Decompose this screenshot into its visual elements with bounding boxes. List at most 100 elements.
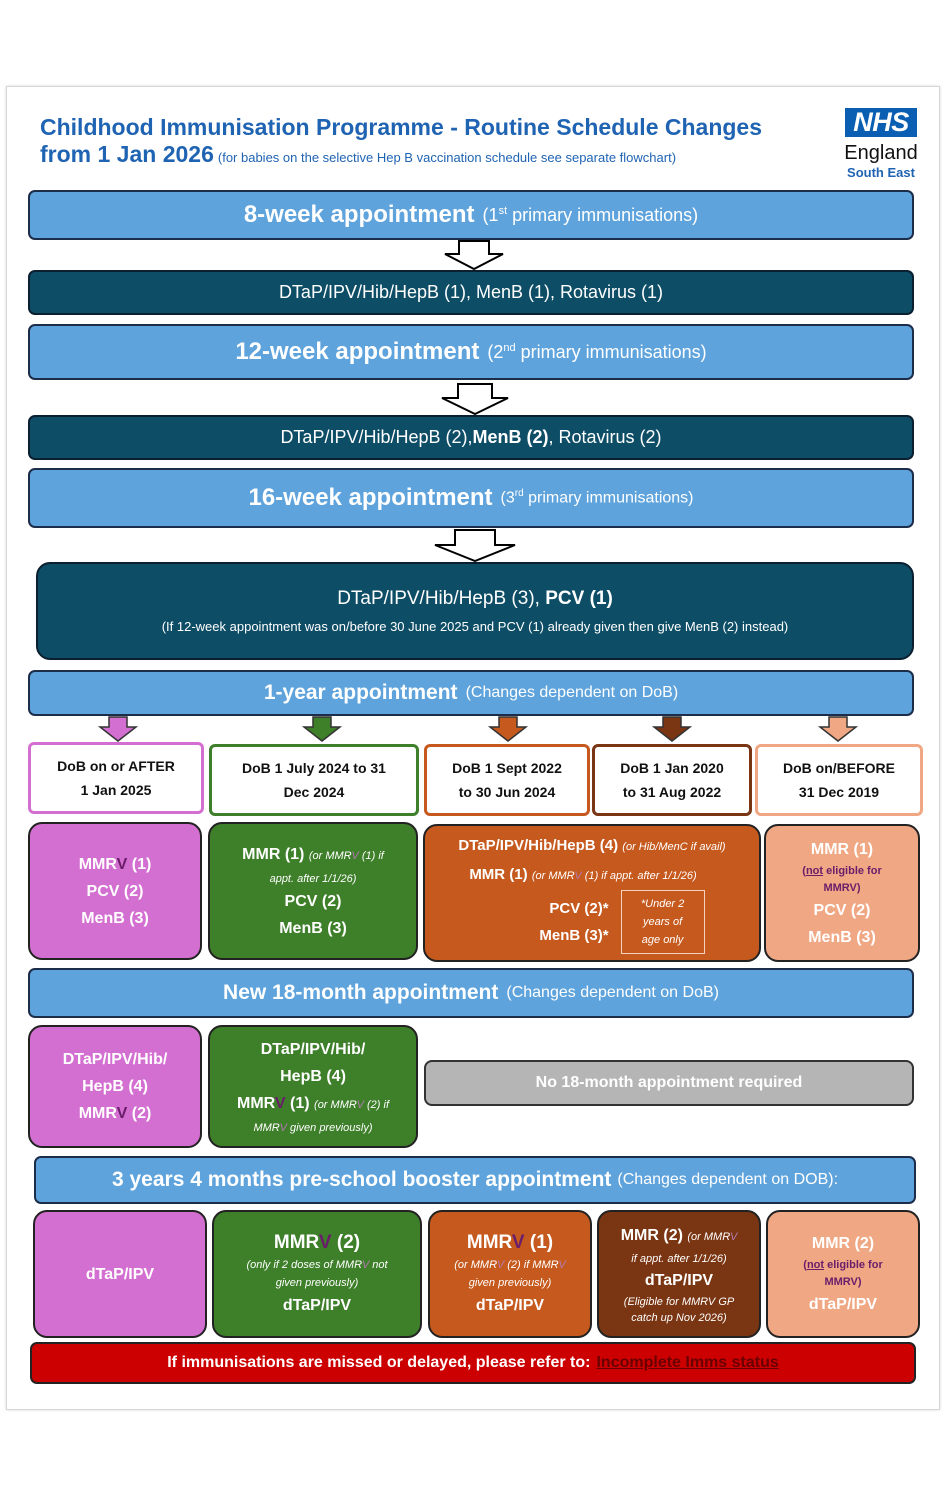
vaccine-line: MMRV (2) [78, 1105, 152, 1122]
subtitle-note: (for babies on the selective Hep B vacci… [217, 150, 677, 165]
vaccine-note: appt. after 1/1/26) [269, 872, 357, 885]
vaccine-note: MMRV) [823, 881, 861, 894]
appointment-subtitle: (Changes dependent on DOB): [617, 1171, 839, 1188]
appointment-title: 8-week appointment [243, 201, 475, 228]
m18-vaccines-pink: DTaP/IPV/Hib/ HepB (4) MMRV (2) [28, 1025, 202, 1148]
m18-vaccines-green: DTaP/IPV/Hib/ HepB (4) MMRV (1) (or MMRV… [208, 1025, 418, 1148]
nhs-logo: NHS [845, 108, 917, 137]
preschool-vaccines-pink: dTaP/IPV [33, 1210, 207, 1338]
vaccine-line: MenB (3) [279, 919, 347, 937]
year1-vaccines-pink: MMRV (1) PCV (2) MenB (3) [28, 822, 202, 960]
vaccine-note: if appt. after 1/1/26) [631, 1253, 727, 1265]
vaccine-line: MMRV (2) [273, 1232, 361, 1253]
vaccine-line: DTaP/IPV/Hib/ [260, 1041, 366, 1058]
preschool-vaccines-brown: MMR (2) (or MMRV if appt. after 1/1/26) … [597, 1210, 761, 1338]
appointment-title: 16-week appointment [248, 484, 493, 511]
vaccine-line: PCV (2) [813, 901, 871, 919]
down-arrow-icon [818, 716, 858, 742]
vaccine-line: PCV (2) [86, 882, 144, 900]
vaccine-line: PCV (2) [284, 892, 342, 910]
appointment-8-week: 8-week appointment (1st primary immunisa… [28, 190, 914, 240]
down-arrow-icon [98, 716, 138, 742]
appointment-title: 3 years 4 months pre-school booster appo… [111, 1168, 612, 1191]
nhs-region: South East [847, 165, 915, 180]
vaccine-line: DTaP/IPV/Hib/ [62, 1051, 168, 1068]
vaccines-12-week: DTaP/IPV/Hib/HepB (2), MenB (2), Rotavir… [28, 415, 914, 460]
vaccine-note: given previously) [275, 1277, 359, 1289]
preschool-vaccines-peach: MMR (2) (not eligible for MMRV) dTaP/IPV [766, 1210, 920, 1338]
vaccine-note: given previously) [468, 1277, 552, 1289]
vaccine-line: DTaP/IPV/Hib/HepB (4) (or Hib/MenC if av… [458, 837, 726, 854]
vaccine-line: MMRV (1) [78, 855, 152, 873]
appointment-1-year: 1-year appointment (Changes dependent on… [28, 670, 914, 716]
pcv-menb-row: PCV (2)* MenB (3)* *Under 2 years of age… [539, 890, 705, 954]
vaccine-line: MMRV (1) [466, 1232, 554, 1253]
appointment-subtitle: (1st primary immunisations) [482, 204, 699, 225]
vaccine-note: (or MMRV (2) if MMRV [454, 1259, 566, 1271]
down-arrow-icon [302, 716, 342, 742]
appointment-subtitle: (Changes dependent on DoB) [506, 984, 719, 1001]
appointment-title: 12-week appointment [235, 338, 480, 365]
banner-text: If immunisations are missed or delayed, … [167, 1354, 591, 1371]
vaccines-8-week: DTaP/IPV/Hib/HepB (1), MenB (1), Rotavir… [28, 270, 914, 315]
page-subtitle: from 1 Jan 2026(for babies on the select… [40, 141, 676, 168]
vaccine-line: MenB (3) [808, 928, 876, 946]
vaccine-line: dTaP/IPV [85, 1265, 155, 1283]
vaccine-line: MMR (2) [811, 1235, 875, 1252]
vaccine-note: catch up Nov 2026) [631, 1312, 727, 1324]
vaccine-line: dTaP/IPV [644, 1272, 714, 1289]
appointment-18-month: New 18-month appointment (Changes depend… [28, 968, 914, 1018]
down-arrow-icon [444, 240, 504, 270]
vaccine-note: (only if 2 doses of MMRV not [246, 1259, 388, 1271]
under-2-note-box: *Under 2 years of age only [620, 890, 705, 954]
appointment-12-week: 12-week appointment (2nd primary immunis… [28, 324, 914, 380]
year1-vaccines-orange: DTaP/IPV/Hib/HepB (4) (or Hib/MenC if av… [423, 824, 761, 962]
nhs-org-name: England [844, 142, 918, 164]
vaccine-line: HepB (4) [280, 1068, 346, 1085]
vaccines-16-week-main: DTaP/IPV/Hib/HepB (3), PCV (1) [337, 588, 613, 609]
down-arrow-icon [441, 383, 509, 415]
subtitle-date: from 1 Jan 2026 [40, 141, 214, 167]
vaccine-line: MMR (1) [810, 840, 874, 858]
vaccine-note: (not eligible for [802, 864, 882, 877]
pcv-menb-lines: PCV (2)* MenB (3)* [539, 900, 609, 944]
no-18-month-appointment: No 18-month appointment required [424, 1060, 914, 1106]
vaccine-note: (not eligible for [803, 1259, 883, 1271]
down-arrow-icon [434, 529, 516, 562]
vaccine-note: (Eligible for MMRV GP [623, 1296, 735, 1308]
page-title: Childhood Immunisation Programme - Routi… [40, 114, 763, 140]
appointment-subtitle: (Changes dependent on DoB) [465, 684, 679, 701]
vaccine-line: MenB (3) [81, 909, 149, 927]
vaccine-note: MMRV) [824, 1276, 862, 1288]
appointment-title: New 18-month appointment [223, 981, 499, 1004]
appointment-pre-school-booster: 3 years 4 months pre-school booster appo… [34, 1156, 916, 1204]
vaccine-line: MMR (1) (or MMRV (1) if [242, 845, 384, 863]
down-arrow-icon [488, 716, 528, 742]
vaccine-line: MMR (2) (or MMRV [620, 1227, 738, 1244]
appointment-title: 1-year appointment [263, 681, 458, 704]
preschool-vaccines-green: MMRV (2) (only if 2 doses of MMRV not gi… [212, 1210, 422, 1338]
appointment-16-week: 16-week appointment (3rd primary immunis… [28, 468, 914, 528]
vaccine-line: MMR (1) (or MMRV (1) if appt. after 1/1/… [469, 866, 697, 883]
vaccine-line: dTaP/IPV [282, 1297, 352, 1314]
incomplete-imms-link[interactable]: Incomplete Imms status [596, 1354, 779, 1371]
vaccine-line: MMRV (1) (or MMRV (2) if [236, 1095, 390, 1112]
year1-vaccines-peach: MMR (1) (not eligible for MMRV) PCV (2) … [764, 824, 920, 962]
vaccine-line: dTaP/IPV [808, 1296, 878, 1313]
missed-immunisations-banner: If immunisations are missed or delayed, … [30, 1342, 916, 1384]
down-arrow-icon [652, 716, 692, 742]
vaccines-16-week-note: (If 12-week appointment was on/before 30… [161, 619, 789, 634]
appointment-subtitle: (2nd primary immunisations) [487, 341, 707, 362]
vaccine-line: HepB (4) [82, 1078, 148, 1095]
appointment-subtitle: (3rd primary immunisations) [500, 488, 694, 507]
vaccine-note: MMRV given previously) [253, 1122, 373, 1134]
year1-vaccines-green: MMR (1) (or MMRV (1) if appt. after 1/1/… [208, 822, 418, 960]
preschool-vaccines-orange: MMRV (1) (or MMRV (2) if MMRV given prev… [428, 1210, 592, 1338]
vaccine-line: dTaP/IPV [475, 1297, 545, 1314]
vaccines-16-week: DTaP/IPV/Hib/HepB (3), PCV (1) (If 12-we… [36, 562, 914, 660]
